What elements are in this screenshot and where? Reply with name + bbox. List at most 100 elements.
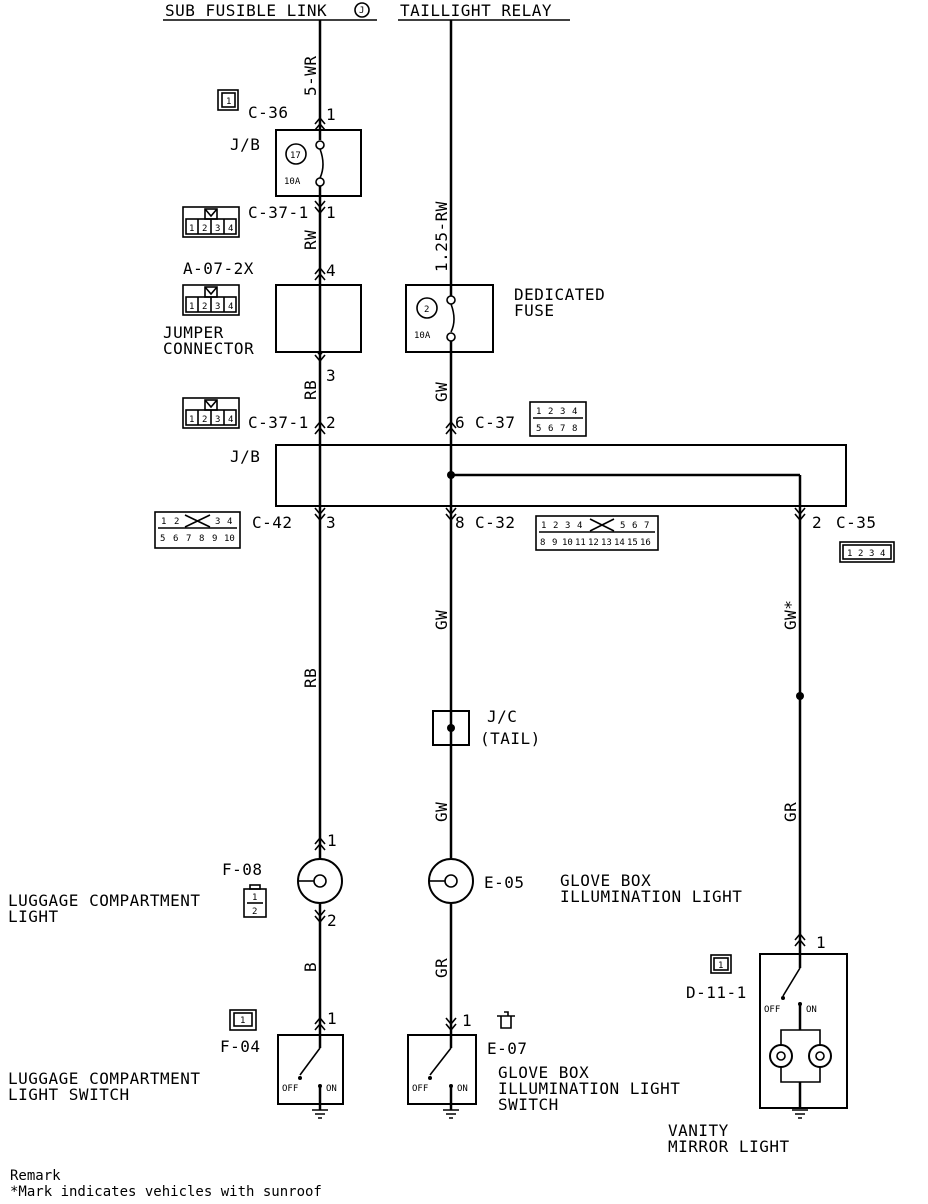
vanity-bulb-right-filament	[815, 1051, 825, 1061]
a07-connector-icon: 1 2 3 4	[182, 284, 240, 316]
e05-label: E-05	[484, 873, 525, 892]
glove-switch-label-1: GLOVE BOX	[498, 1063, 589, 1082]
dedicated-fuse-box	[405, 284, 494, 353]
fuse2-badge	[416, 297, 438, 319]
luggage-switch-on-label: ON	[326, 1084, 337, 1094]
wire-gr-label-2: GR	[781, 802, 800, 822]
wire-gw-star-label: GW*	[781, 600, 800, 630]
a07-pin-top: 4	[326, 261, 336, 280]
connector-mark-f08-bot	[314, 909, 326, 924]
source-taillight-relay: TAILLIGHT RELAY	[400, 1, 552, 20]
luggage-switch-off-label: OFF	[282, 1084, 298, 1094]
wire-125rw-label: 1.25-RW	[432, 201, 451, 272]
jb-bus-junction	[447, 471, 455, 479]
svg-text:4: 4	[228, 224, 233, 234]
svg-text:1: 1	[161, 517, 166, 527]
e07-label: E-07	[487, 1039, 528, 1058]
vanity-mirror-box	[759, 953, 848, 1109]
luggage-switch-ground-icon	[312, 1109, 328, 1119]
jumper-label-1: JUMPER	[163, 323, 224, 342]
svg-text:10: 10	[224, 534, 235, 544]
svg-text:9: 9	[552, 538, 557, 548]
connector-mark-d11	[794, 932, 806, 947]
jb-upper-label: J/B	[230, 135, 260, 154]
svg-text:1: 1	[252, 893, 257, 903]
svg-text:1: 1	[189, 415, 194, 425]
c37-1b-connector-icon: 1 2 3 4	[182, 397, 240, 429]
c35-label: C-35	[836, 513, 877, 532]
wire-gw-label-1: GW	[432, 382, 451, 402]
svg-text:1: 1	[536, 407, 541, 417]
svg-text:4: 4	[228, 302, 233, 312]
wire-rb-label-1: RB	[301, 380, 320, 400]
c37-1a-label: C-37-1	[248, 203, 309, 222]
svg-text:10: 10	[562, 538, 573, 548]
jb-main-box	[275, 444, 847, 507]
glove-switch-on-label: ON	[457, 1084, 468, 1094]
connector-mark-c32	[445, 507, 457, 522]
c36-connector-inner	[221, 92, 236, 108]
connector-mark-c37-1b	[314, 420, 326, 435]
e07-pin: 1	[462, 1011, 472, 1030]
luggage-switch-label-2: LIGHT SWITCH	[8, 1085, 130, 1104]
svg-text:1: 1	[718, 961, 723, 971]
svg-text:15: 15	[627, 538, 638, 548]
svg-text:8: 8	[540, 538, 545, 548]
svg-text:7: 7	[644, 521, 649, 531]
jumper-connector-box	[275, 284, 362, 353]
svg-text:6: 6	[632, 521, 637, 531]
a07-pin-bot: 3	[326, 366, 336, 385]
vanity-switch-blade	[782, 967, 801, 997]
jumper-label-2: CONNECTOR	[163, 339, 254, 358]
glove-switch-off-contact	[428, 1076, 432, 1080]
svg-text:4: 4	[227, 517, 232, 527]
d11-pin: 1	[816, 933, 826, 952]
vanity-label-2: MIRROR LIGHT	[668, 1137, 790, 1156]
connector-mark-f08-top	[314, 836, 326, 851]
fuse17-amp: 10A	[284, 177, 301, 187]
jb-main-label: J/B	[230, 447, 260, 466]
remark-title: Remark	[10, 1168, 61, 1184]
fusible-link-badge-letter: J	[359, 6, 364, 16]
connector-mark-c37	[445, 420, 457, 435]
svg-text:2: 2	[174, 517, 179, 527]
jc-label-2: (TAIL)	[480, 729, 541, 748]
wire-rw-label: RW	[301, 230, 320, 250]
glove-switch-ground-icon	[443, 1109, 459, 1119]
svg-text:3: 3	[560, 407, 565, 417]
d11-label: D-11-1	[686, 983, 747, 1002]
svg-text:2: 2	[202, 224, 207, 234]
svg-text:3: 3	[869, 549, 874, 559]
glove-switch-label-2: ILLUMINATION LIGHT	[498, 1079, 680, 1098]
svg-text:3: 3	[215, 302, 220, 312]
c37-label: C-37	[475, 413, 516, 432]
f04-connector-icon: 1	[229, 1009, 257, 1031]
svg-text:1: 1	[240, 1016, 245, 1026]
connector-mark-c37-1a	[314, 200, 326, 215]
vanity-switch-off-contact	[781, 996, 785, 1000]
c37-pin: 6	[455, 413, 465, 432]
jc-label-1: J/C	[487, 707, 517, 726]
f08-pin-bot: 2	[327, 911, 337, 930]
svg-text:1: 1	[541, 521, 546, 531]
glove-box-switch-box	[407, 1034, 477, 1105]
vanity-switch-on-label: ON	[806, 1005, 817, 1015]
c36-connector-icon	[217, 89, 239, 111]
connector-mark-c36	[314, 116, 326, 131]
svg-text:7: 7	[186, 534, 191, 544]
dedicated-fuse-label-1: DEDICATED	[514, 285, 605, 304]
fuse17-element	[319, 148, 324, 179]
c36-pin: 1	[326, 105, 336, 124]
svg-text:14: 14	[614, 538, 625, 548]
connector-mark-a07-top	[314, 266, 326, 281]
c32-label: C-32	[475, 513, 516, 532]
vanity-bulb-left-filament	[776, 1051, 786, 1061]
glove-light-label-1: GLOVE BOX	[560, 871, 651, 890]
fuse2-amp: 10A	[414, 331, 431, 341]
wire-gw-label-3: GW	[432, 802, 451, 822]
c37-1a-pin: 1	[326, 203, 336, 222]
vanity-switch-off-label: OFF	[764, 1005, 780, 1015]
c42-pin: 3	[326, 513, 336, 532]
c37-connector-icon: 1 2 3 4 5 6 7 8	[529, 401, 587, 437]
f04-label: F-04	[220, 1037, 261, 1056]
